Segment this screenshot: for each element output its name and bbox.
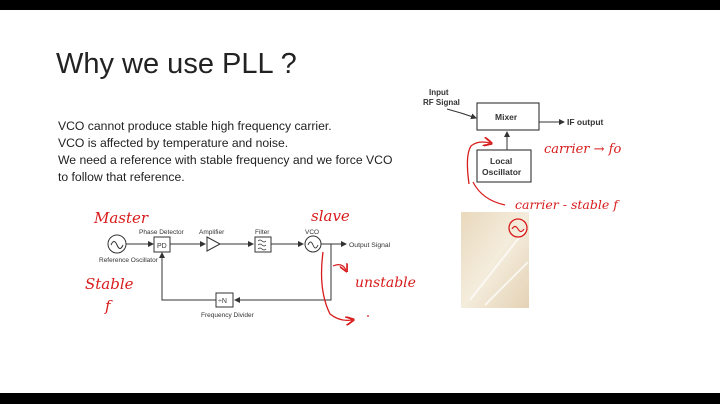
- vco-sine-icon: [307, 241, 319, 249]
- phase-detector-label: Phase Detector: [139, 229, 185, 236]
- input-label-line2: RF Signal: [423, 98, 460, 107]
- body-line-3: We need a reference with stable frequenc…: [58, 153, 393, 167]
- mixer-label: Mixer: [495, 112, 518, 122]
- pll-diagram: Reference Oscillator Phase Detector PD A…: [99, 229, 391, 319]
- divider-symbol: ÷N: [218, 298, 227, 305]
- unstable-arrow: [320, 251, 352, 320]
- carrier-curve-arrow: [466, 142, 490, 185]
- filter-label: Filter: [255, 229, 270, 236]
- stable-f-annotation: f: [104, 297, 113, 315]
- bottom-letterbox-bar: [0, 393, 720, 404]
- slide-body: VCO cannot produce stable high frequency…: [58, 118, 392, 186]
- slave-annotation: slave: [311, 207, 350, 225]
- handwritten-annotations: Master slave Stable f unstable carrier →…: [85, 142, 621, 320]
- amplifier-triangle-icon: [206, 236, 222, 252]
- output-signal-label: Output Signal: [349, 242, 391, 249]
- unstable-annotation: unstable: [355, 275, 416, 291]
- pd-label: PD: [157, 243, 167, 250]
- slide: Why we use PLL ? VCO cannot produce stab…: [0, 10, 720, 393]
- slide-title: Why we use PLL ?: [56, 48, 297, 80]
- frequency-divider-label: Frequency Divider: [201, 312, 255, 319]
- vco-label: VCO: [305, 229, 319, 236]
- stable-annotation: Stable: [85, 275, 134, 293]
- amplifier-label: Amplifier: [199, 229, 225, 236]
- sine-wave-icon: [110, 241, 124, 249]
- mixer-diagram: Input RF Signal Mixer IF output Local Os…: [423, 88, 604, 183]
- filter-wave-icon: [257, 239, 267, 251]
- mixer-box: [476, 102, 540, 131]
- reference-oscillator-label: Reference Oscillator: [99, 257, 159, 264]
- input-label-line1: Input: [429, 88, 449, 97]
- diagram-canvas: Reference Oscillator Phase Detector PD A…: [85, 88, 621, 393]
- local-oscillator-label-line2: Oscillator: [482, 167, 522, 177]
- top-letterbox-bar: [0, 0, 720, 10]
- body-line-1: VCO cannot produce stable high frequency…: [58, 119, 332, 133]
- local-oscillator-box: [476, 149, 532, 183]
- body-line-4: to follow that reference.: [58, 170, 185, 184]
- hand-drawn-oscillator-icon: [508, 218, 528, 238]
- local-oscillator-label-line1: Local: [490, 156, 512, 166]
- carrier-stable-annotation: carrier - stable f: [515, 197, 620, 212]
- carrier-to-fo-annotation: carrier → fo: [544, 142, 621, 157]
- master-annotation: Master: [93, 209, 149, 227]
- body-line-2: VCO is affected by temperature and noise…: [58, 136, 289, 150]
- if-output-label: IF output: [567, 117, 604, 127]
